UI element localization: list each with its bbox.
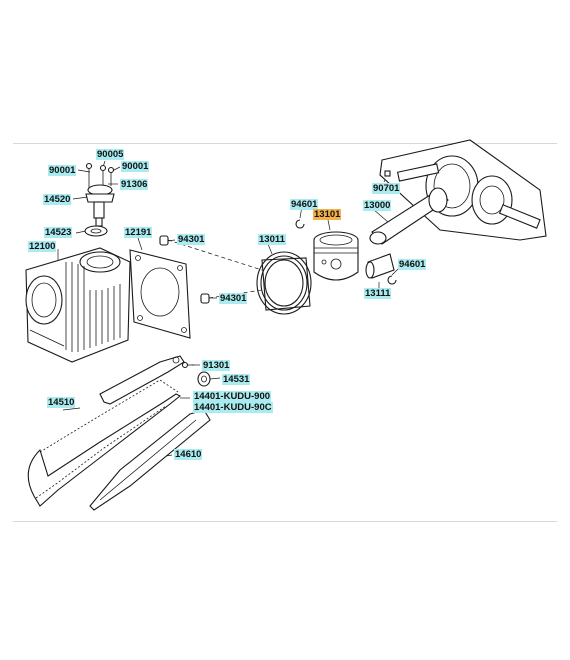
callout-14520[interactable]: 14520 <box>43 194 72 205</box>
cylinder-gasket <box>129 249 191 339</box>
callout-12191[interactable]: 12191 <box>124 227 153 238</box>
chain-tensioner <box>84 162 115 237</box>
callout-91306[interactable]: 91306 <box>120 179 149 190</box>
callout-94601-lower[interactable]: 94601 <box>398 259 427 270</box>
callout-90005[interactable]: 90005 <box>96 149 125 160</box>
callout-14401-kudu-900[interactable]: 14401-KUDU-900 <box>193 391 272 402</box>
callout-14401-kudu-90c[interactable]: 14401-KUDU-90C <box>193 402 273 413</box>
cam-chain <box>27 379 182 507</box>
callout-14610[interactable]: 14610 <box>174 449 203 460</box>
callout-14523[interactable]: 14523 <box>44 227 73 238</box>
callout-12100[interactable]: 12100 <box>28 241 57 252</box>
guide-pivot-bolt <box>181 361 211 387</box>
callout-94601-upper[interactable]: 94601 <box>290 199 319 210</box>
crankshaft <box>369 139 547 245</box>
dowel-pins <box>159 235 263 304</box>
diagram-frame <box>13 143 557 522</box>
callout-14510[interactable]: 14510 <box>47 397 76 408</box>
callout-13101[interactable]: 13101 <box>313 209 342 220</box>
cylinder-block <box>25 247 131 363</box>
callout-91301[interactable]: 91301 <box>202 360 231 371</box>
leader-lines <box>57 160 399 458</box>
callout-90701[interactable]: 90701 <box>372 183 401 194</box>
piston <box>313 231 359 281</box>
callout-94301-lower[interactable]: 94301 <box>219 293 248 304</box>
piston-pin <box>365 253 395 279</box>
chain-guide <box>99 355 185 405</box>
callout-13011[interactable]: 13011 <box>258 234 286 245</box>
callout-90001-right[interactable]: 90001 <box>121 161 150 172</box>
circlips <box>295 219 397 285</box>
tensioner-slipper <box>89 409 211 511</box>
piston-rings <box>256 251 312 315</box>
callout-90001-left[interactable]: 90001 <box>48 165 77 176</box>
callout-13000[interactable]: 13000 <box>363 200 392 211</box>
callout-94301-upper[interactable]: 94301 <box>177 234 206 245</box>
callout-14531[interactable]: 14531 <box>222 374 251 385</box>
callout-13111[interactable]: 13111 <box>364 288 392 299</box>
